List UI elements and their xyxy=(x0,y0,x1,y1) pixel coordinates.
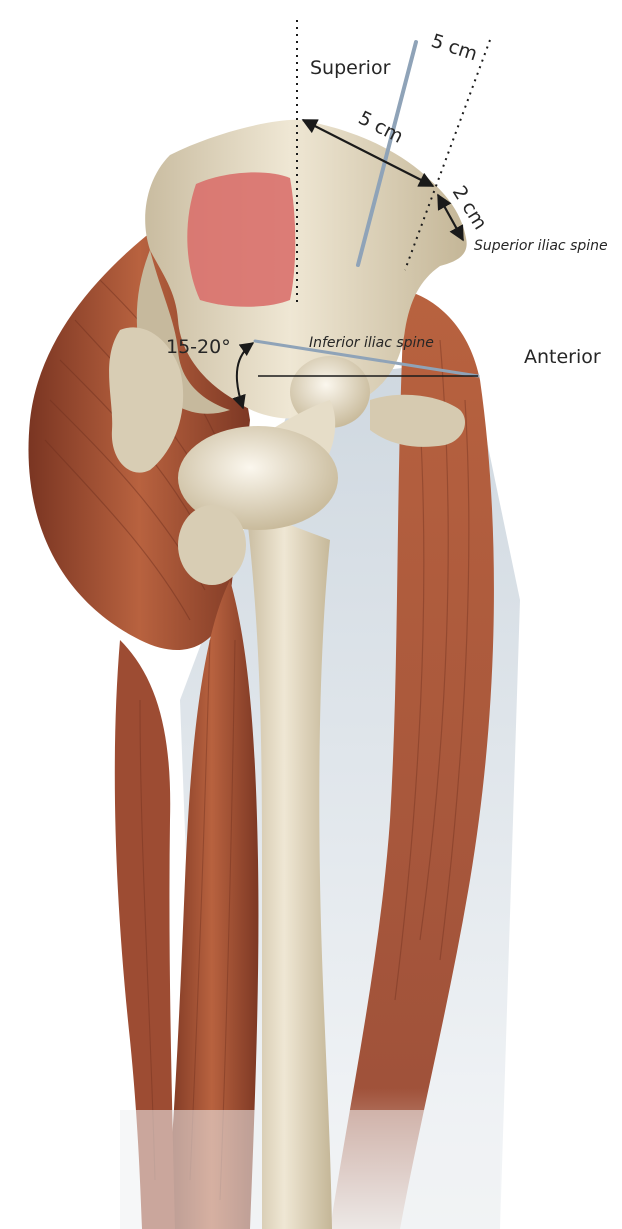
label-superior: Superior xyxy=(310,57,391,79)
lesser-trochanter xyxy=(178,505,246,585)
label-angle: 15-20° xyxy=(166,336,231,358)
label-dimension-top: 5 cm xyxy=(428,30,480,65)
target-area xyxy=(187,172,295,306)
label-anterior: Anterior xyxy=(524,346,601,368)
label-inferior-iliac-spine: Inferior iliac spine xyxy=(309,335,434,351)
label-superior-iliac-spine: Superior iliac spine xyxy=(474,238,608,254)
